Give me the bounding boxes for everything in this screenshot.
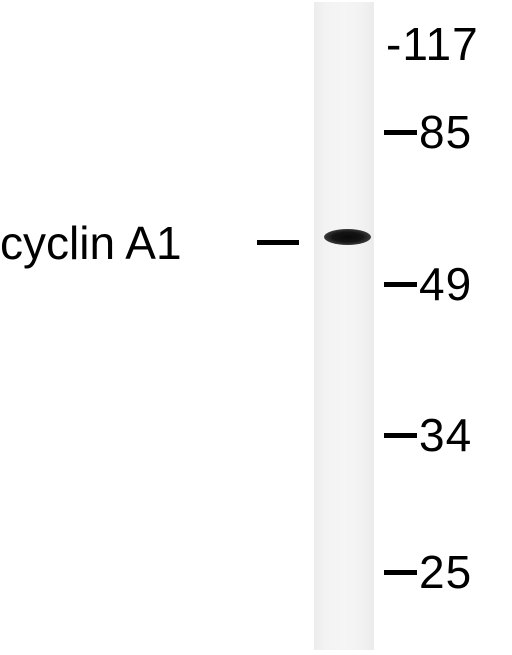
- marker-value: 34: [419, 409, 473, 461]
- marker-value: 49: [419, 258, 473, 310]
- marker-value: 25: [419, 546, 473, 598]
- marker-tick: [384, 129, 417, 135]
- marker-85: 85: [384, 106, 472, 158]
- marker-value: 85: [419, 106, 473, 158]
- marker-tick: [384, 432, 417, 438]
- marker-34: 34: [384, 409, 472, 461]
- marker-tick: [384, 569, 417, 575]
- blot-lane: [314, 2, 374, 650]
- marker-tick: [384, 281, 417, 287]
- marker-49: 49: [384, 258, 472, 310]
- protein-label: cyclin A1: [0, 217, 182, 269]
- protein-label-tick: [257, 240, 299, 245]
- marker-117: -117: [386, 18, 479, 70]
- protein-band: [324, 229, 371, 245]
- marker-value: -117: [386, 18, 479, 70]
- marker-25: 25: [384, 546, 472, 598]
